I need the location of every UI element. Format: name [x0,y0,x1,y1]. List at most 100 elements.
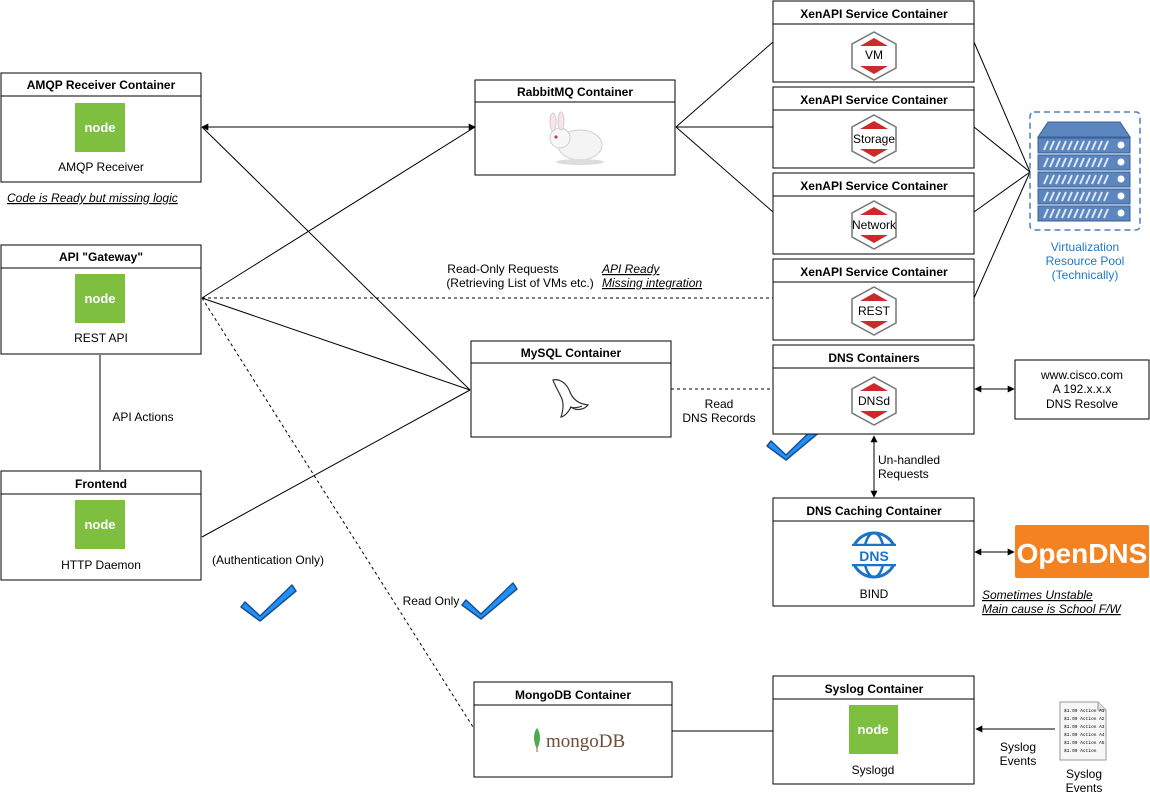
svg-text:$1.09 Action A4: $1.09 Action A4 [1064,732,1105,738]
node-logo-icon: node [849,705,898,754]
rabbitmq-amqp-cross-line [201,126,471,391]
amqp-receiver-container: AMQP Receiver Container node AMQP Receiv… [0,72,202,183]
xen-storage-title: XenAPI Service Container [800,93,948,107]
checkmark-icon [461,582,518,620]
dns-cache-title: DNS Caching Container [806,504,942,518]
connectors [99,41,1055,733]
svg-text:Storage: Storage [853,132,895,146]
syslog-events-detail: Events [1000,754,1037,768]
gateway-rabbitmq-line [201,126,476,299]
xenapi-storage-container: XenAPI Service Container Storage [772,86,975,169]
node-logo-icon: node [75,274,125,323]
xenapi-rest-container: XenAPI Service Container REST [772,258,975,341]
dns-globe-icon: DNS [850,531,898,579]
amqp-note: Code is Ready but missing logic [7,191,178,205]
syslog-file-detail: Events [1066,781,1103,795]
svg-text:$1.09 Action A3: $1.09 Action A3 [1064,724,1105,730]
amqp-label: AMQP Receiver [58,160,144,174]
missing-integration-note: Missing integration [602,276,702,290]
svg-text:$1.09 Action A5: $1.09 Action A5 [1064,740,1105,746]
frontend-container: Frontend node HTTP Daemon [0,470,202,581]
xen-vm-title: XenAPI Service Container [800,7,948,21]
rabbitmq-xen3-line [675,126,774,213]
unhandled-label: Un-handled [878,453,940,467]
dns-hexagon-icon: DNSd [851,376,897,426]
gateway-mysql-line [201,297,471,391]
read-only-label: Read Only [403,594,460,608]
gateway-label: REST API [74,331,128,345]
mongodb-logo-icon [534,728,540,752]
svg-text:VM: VM [865,48,883,62]
dns-resolve-label: DNS Resolve [1046,397,1118,411]
dns-title: DNS Containers [828,351,920,365]
svg-text:DNS: DNS [859,548,889,564]
node-logo-icon: node [75,103,125,152]
svg-text:DNSd: DNSd [858,394,890,408]
xen-rest-title: XenAPI Service Container [800,265,948,279]
svg-text:node: node [857,722,888,737]
svg-text:Network: Network [852,218,897,232]
xen3-pool-line [973,171,1031,213]
xen1-pool-line [973,41,1031,173]
xenapi-vm-container: XenAPI Service Container VM [772,0,975,83]
dns-caching-container: DNS Caching Container DNS BIND [772,497,975,607]
api-gateway-container: API "Gateway" node REST API [0,244,202,355]
read-only-requests-detail: (Retrieving List of VMs etc.) [446,276,593,290]
api-ready-note: API Ready [601,262,660,276]
read-only-requests-label: Read-Only Requests [447,262,558,276]
svg-text:REST: REST [858,304,891,318]
rabbitmq-title: RabbitMQ Container [517,85,633,99]
xenapi-network-container: XenAPI Service Container Network [772,172,975,255]
svg-text:node: node [84,517,115,532]
read-dns-label: Read [705,397,734,411]
unhandled-detail: Requests [878,467,929,481]
node-logo-icon: node [75,500,125,549]
gateway-title: API "Gateway" [59,250,143,264]
api-actions-label: API Actions [112,410,173,424]
xen4-pool-line [973,171,1031,299]
opendns-logo-text: OpenDNS [1017,538,1148,569]
auth-only-label: (Authentication Only) [212,553,324,567]
opendns-note-1: Sometimes Unstable [982,588,1093,602]
gateway-mongodb-dashed [201,297,474,728]
mongodb-logo-text: mongoDB [546,731,625,752]
mongodb-container: MongoDB Container mongoDB [473,681,673,778]
amqp-title: AMQP Receiver Container [27,78,176,92]
log-file-icon: $1.09 Action A1 $1.09 Action A2 $1.09 Ac… [1059,701,1107,761]
dns-resolve-host: www.cisco.com [1040,368,1123,382]
xen-network-title: XenAPI Service Container [800,179,948,193]
opendns-note-2: Main cause is School F/W [982,602,1122,616]
rabbitmq-container: RabbitMQ Container [474,79,676,176]
xen-hexagon-icon: VM [851,31,897,81]
svg-text:node: node [84,120,115,135]
opendns-logo: OpenDNS [1015,525,1149,578]
xen-hexagon-icon: REST [851,286,897,336]
read-dns-detail: DNS Records [682,411,755,425]
pool-label-3: (Technically) [1052,268,1119,282]
xen-hexagon-icon: Storage [851,114,897,164]
syslog-title: Syslog Container [825,682,924,696]
virtualization-pool: Virtualization Resource Pool (Technicall… [1029,111,1141,282]
dolphin-icon [552,379,590,418]
svg-text:node: node [84,291,115,306]
pool-label-2: Resource Pool [1046,254,1125,268]
checkmark-icon [240,584,297,622]
xen2-pool-line [973,126,1031,173]
mysql-container: MySQL Container [470,340,672,438]
rabbit-icon [549,111,604,165]
frontend-mysql-line [201,389,471,538]
syslog-events-label: Syslog [1000,740,1036,754]
xen-hexagon-icon: Network [851,200,897,250]
mysql-title: MySQL Container [521,346,622,360]
syslog-container: Syslog Container node Syslogd [772,675,975,785]
svg-text:$1.09 Action A1: $1.09 Action A1 [1064,708,1105,714]
svg-text:$1.09 Action A2: $1.09 Action A2 [1064,716,1105,722]
svg-text:$1.09 Action: $1.09 Action [1064,748,1097,754]
syslog-file-label: Syslog [1066,767,1102,781]
mongodb-title: MongoDB Container [515,688,631,702]
dns-containers: DNS Containers DNSd [772,344,975,435]
frontend-label: HTTP Daemon [61,558,141,572]
dns-resolve-record: A 192.x.x.x [1053,382,1112,396]
server-rack-icon [1037,121,1131,222]
